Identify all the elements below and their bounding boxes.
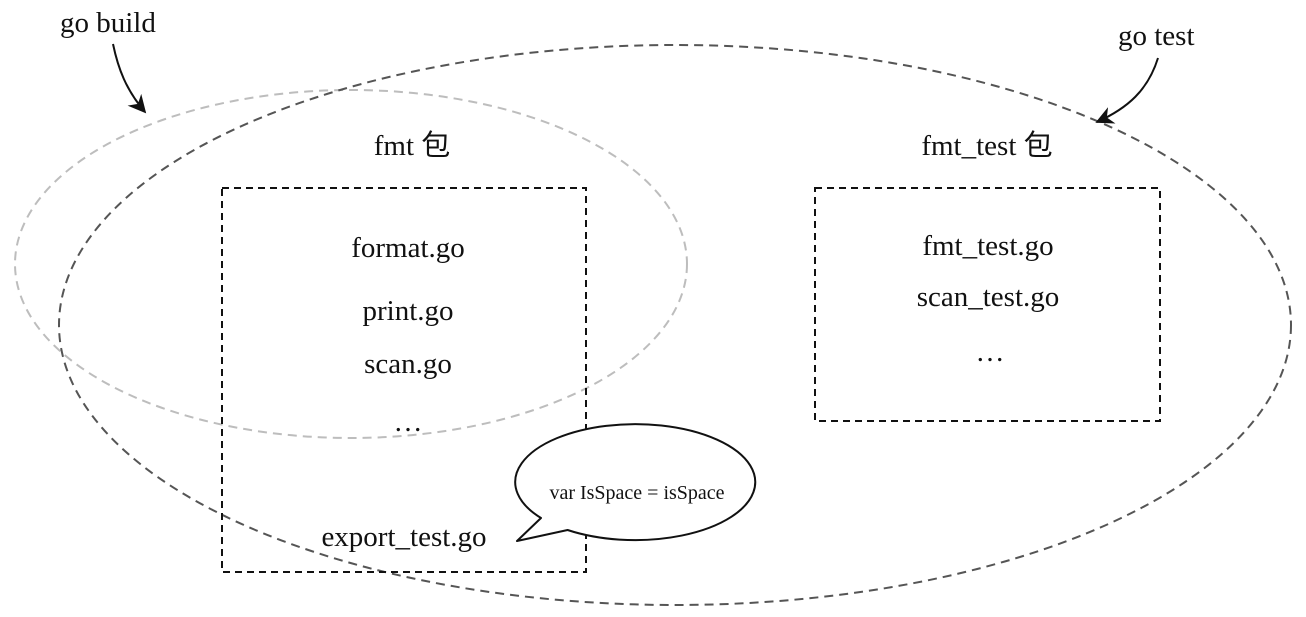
fmt-test-package-title: fmt_test 包 (921, 129, 1052, 162)
go-build-scope-ellipse (14, 89, 688, 439)
fmt-package-title: fmt 包 (374, 129, 451, 162)
callout-text: var IsSpace = isSpace (549, 482, 724, 504)
callout-bubble (514, 423, 757, 542)
go-test-scope-ellipse (58, 44, 1292, 606)
fmt-test-file-scan-test: scan_test.go (917, 281, 1060, 313)
fmt-file-ellipsis: … (394, 406, 423, 438)
fmt-file-export-test: export_test.go (321, 521, 486, 553)
go-test-label: go test (1118, 20, 1195, 52)
go-test-arrow (1095, 57, 1159, 124)
fmt-test-file-ellipsis: … (976, 336, 1005, 368)
fmt-test-package-box (814, 187, 1161, 422)
fmt-file-format: format.go (351, 232, 465, 264)
fmt-package-box (221, 187, 587, 573)
go-build-arrow (112, 43, 147, 114)
fmt-file-scan: scan.go (364, 348, 452, 380)
fmt-file-print: print.go (362, 295, 453, 327)
go-build-label: go build (60, 7, 156, 39)
fmt-test-file-fmt-test: fmt_test.go (922, 230, 1053, 262)
